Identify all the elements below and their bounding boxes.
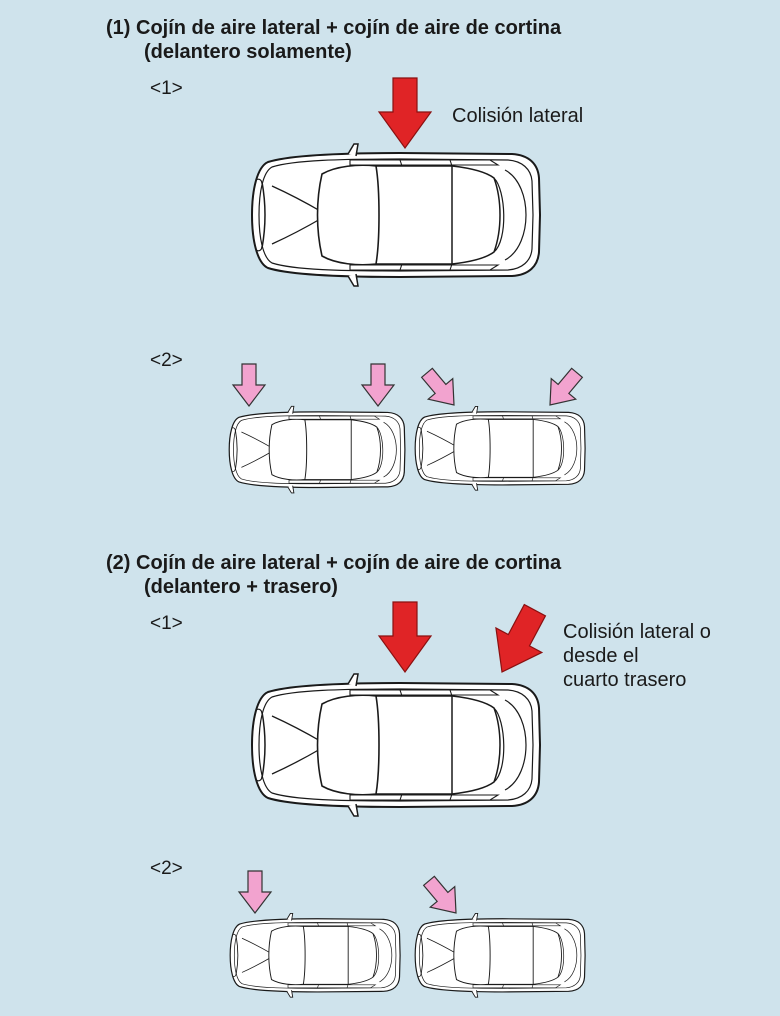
section-2-caption-line-3: cuarto trasero (563, 669, 687, 691)
section-1-small-arrow-1 (232, 363, 266, 407)
section-2-small-arrow-2 (416, 869, 469, 924)
section-2-caption-line-1: Colisión lateral o (563, 621, 711, 643)
section-2-car-large (251, 673, 541, 817)
section-2-car-small-left (229, 912, 401, 998)
section-2-tag-1: <1> (150, 613, 183, 634)
section-2-tag-2: <2> (150, 858, 183, 879)
section-2-caption: Colisión lateral o desde el cuarto trase… (563, 620, 711, 692)
section-1-small-arrow-3 (414, 361, 467, 416)
section-2-car-small-right (414, 912, 586, 998)
section-2-impact-arrow-2 (478, 597, 559, 685)
section-2-heading-line1: (2) Cojín de aire lateral + cojín de air… (106, 552, 562, 574)
section-1-tag-2: <2> (150, 350, 183, 371)
section-2-caption-line-2: desde el (563, 645, 639, 667)
section-1-car-large (251, 143, 541, 287)
section-1-small-arrow-2 (361, 363, 395, 407)
section-2-heading: (2) Cojín de aire lateral + cojín de air… (106, 551, 561, 599)
section-1-tag-1: <1> (150, 78, 183, 99)
section-2-heading-line2: (delantero + trasero) (144, 576, 338, 598)
section-1-car-small-left (228, 405, 406, 494)
section-1-car-small-right (414, 405, 586, 491)
section-1-impact-arrow (378, 77, 432, 149)
section-1-caption: Colisión lateral (452, 105, 584, 127)
section-1-heading: (1) Cojín de aire lateral + cojín de air… (106, 16, 561, 64)
section-2-impact-arrow-1 (378, 601, 432, 673)
section-1-heading-line1: (1) Cojín de aire lateral + cojín de air… (106, 17, 562, 39)
section-1-heading-line2: (delantero solamente) (144, 41, 352, 63)
section-1-small-arrow-4 (537, 361, 590, 416)
section-2-small-arrow-1 (238, 870, 272, 914)
